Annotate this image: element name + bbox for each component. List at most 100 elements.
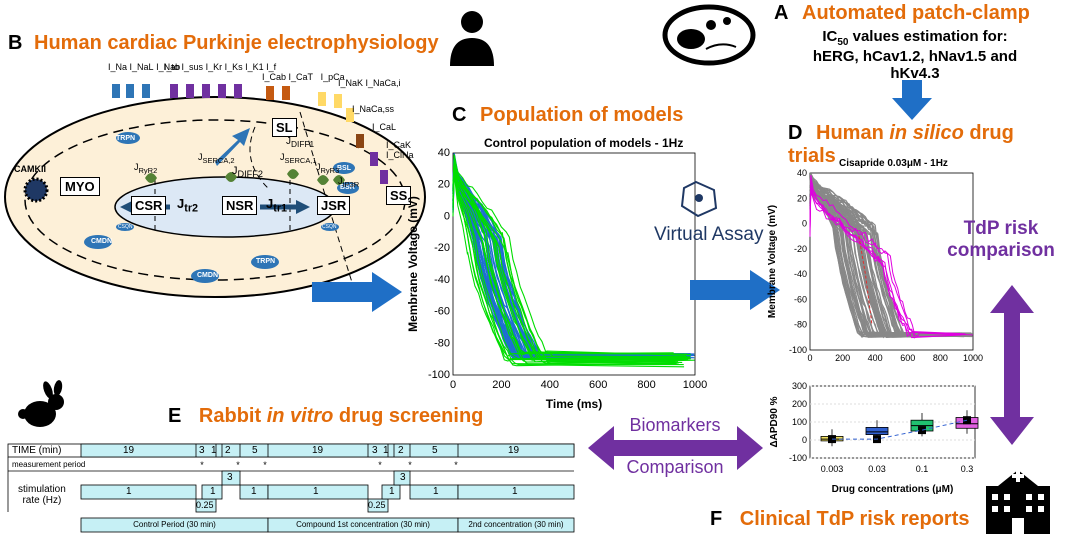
x-tick-label: 400 — [541, 379, 559, 391]
ap-trace-green — [452, 173, 674, 358]
rate-cell: 3 — [227, 472, 233, 483]
virtual-assay-text: Virtual Assay — [654, 224, 764, 245]
box-marker — [918, 426, 926, 435]
ap-trace-magenta — [809, 179, 961, 335]
y-tick-label: 20 — [438, 179, 450, 191]
svg-text:*: * — [408, 460, 412, 470]
rate-cell: 1 — [126, 486, 132, 497]
rate-cell: 1 — [313, 486, 319, 497]
trend-line — [832, 419, 968, 440]
y-tick-label: -100 — [428, 369, 450, 381]
protocol-table: *** *** — [7, 443, 575, 534]
jip3r-label: JIP3R — [338, 176, 360, 189]
y-tick-label: 20 — [797, 193, 807, 203]
cmdn-label: CMDN — [91, 238, 112, 245]
ap-trace-green — [452, 159, 691, 360]
purkinje-cell-diagram — [0, 62, 430, 307]
x-tick-label: 800 — [637, 379, 655, 391]
y-tick-label: -20 — [434, 242, 450, 254]
down-arrow-icon — [892, 80, 932, 125]
csr-label: CSR — [131, 196, 167, 215]
trpn-label: TRPN — [116, 135, 136, 142]
rate-cell: 1 — [389, 486, 395, 497]
y-tick-label: 0 — [444, 210, 450, 222]
rate-cell: 0.25 — [196, 500, 214, 510]
ap-trace-gray — [809, 174, 972, 337]
jdiff2-label: JDIFF2 — [232, 165, 263, 180]
panel-e-heading: E Rabbit in vitro drug screening — [168, 405, 484, 427]
panel-c-plot-title: Control population of models - 1Hz — [484, 136, 684, 150]
panel-d-heading: D Human in silico drug trials — [788, 122, 1014, 167]
period-label: Compound 1st concentration (30 min) — [296, 520, 430, 529]
channel-labels-k: I_to I_sus I_Kr I_Ks I_K1 I_f — [164, 62, 277, 72]
time-label: TIME (min) — [12, 445, 62, 456]
x-axis-label: Time (ms) — [546, 397, 602, 411]
ss-label: SS — [386, 186, 412, 205]
rate-cell: 3 — [400, 472, 406, 483]
period-label: 2nd concentration (30 min) — [468, 520, 564, 529]
box-y-tick-label: 100 — [792, 417, 807, 427]
rate-cell: 1 — [210, 486, 216, 497]
x-tick-label: 200 — [492, 379, 510, 391]
box-y-tick-label: -100 — [789, 453, 807, 463]
rate-cell: 1 — [251, 486, 257, 497]
box-y-tick-label: 300 — [792, 381, 807, 391]
csqn-label-2: CSQN — [322, 224, 337, 230]
svg-text:*: * — [236, 460, 240, 470]
panel-f-heading: F Clinical TdP risk reports — [710, 508, 970, 530]
jdiff1-label: JDIFF1 — [286, 136, 315, 149]
rabbit-icon — [14, 380, 66, 435]
svg-text:*: * — [263, 460, 267, 470]
jtr2-label: Jtr2 — [177, 196, 199, 215]
y-tick-label: -80 — [434, 337, 450, 349]
y-tick-label: -100 — [789, 345, 807, 355]
jryr2-label: JRyR2 — [134, 162, 158, 175]
ap-trace-gray — [809, 177, 962, 337]
time-cell: 19 — [123, 445, 135, 456]
y-tick-label: -20 — [794, 244, 807, 254]
channel-icons — [112, 84, 388, 184]
ap-trace-gray — [809, 182, 969, 337]
ap-trace-green — [452, 169, 679, 365]
right-arrow-icon-2 — [690, 270, 780, 315]
period-label: Control Period (30 min) — [133, 520, 216, 529]
channel-labels-left: I_Na I_NaL I_Nab — [108, 62, 181, 72]
box-x-axis-label: Drug concentrations (μM) — [832, 484, 954, 495]
time-cell: 19 — [312, 445, 324, 456]
time-cell: 3 — [372, 445, 378, 456]
time-cell: 2 — [398, 445, 404, 456]
ap-trace-gray — [809, 185, 959, 338]
x-tick-label: 200 — [835, 353, 850, 363]
petri-dish-icon — [661, 3, 759, 67]
box — [865, 427, 889, 436]
horizontal-double-arrow-icon — [588, 418, 763, 483]
time-cell: 3 — [199, 445, 205, 456]
x-tick-label: 1000 — [683, 379, 707, 391]
panel-c-heading: C Population of models — [452, 104, 684, 126]
box-x-tick-label: 0.03 — [868, 464, 886, 474]
ap-trace-green — [452, 154, 685, 368]
myo-label: MYO — [60, 177, 100, 196]
svg-text:*: * — [378, 460, 382, 470]
ap-trace-red — [858, 236, 873, 325]
y-tick-label: -60 — [794, 294, 807, 304]
ap-trace-green — [452, 176, 675, 365]
jryr3-label: JRyR3 — [316, 162, 340, 175]
ap-trace-magenta — [809, 190, 966, 337]
sl-label: SL — [272, 118, 297, 137]
rate-cell: 0.25 — [368, 500, 386, 510]
time-cell: 19 — [508, 445, 520, 456]
channel-labels-ca: I_Cab I_CaT I_pCa — [262, 72, 345, 82]
x-tick-label: 0 — [807, 353, 812, 363]
y-tick-label: 40 — [797, 168, 807, 178]
x-tick-label: 1000 — [963, 353, 983, 363]
ap-trace-gray — [809, 174, 965, 337]
y-axis-label: Membrane Voltage (mV) — [406, 196, 420, 332]
panel-b-heading: B Human cardiac Purkinje electrophysiolo… — [8, 32, 439, 54]
ap-trace-green — [452, 158, 691, 358]
